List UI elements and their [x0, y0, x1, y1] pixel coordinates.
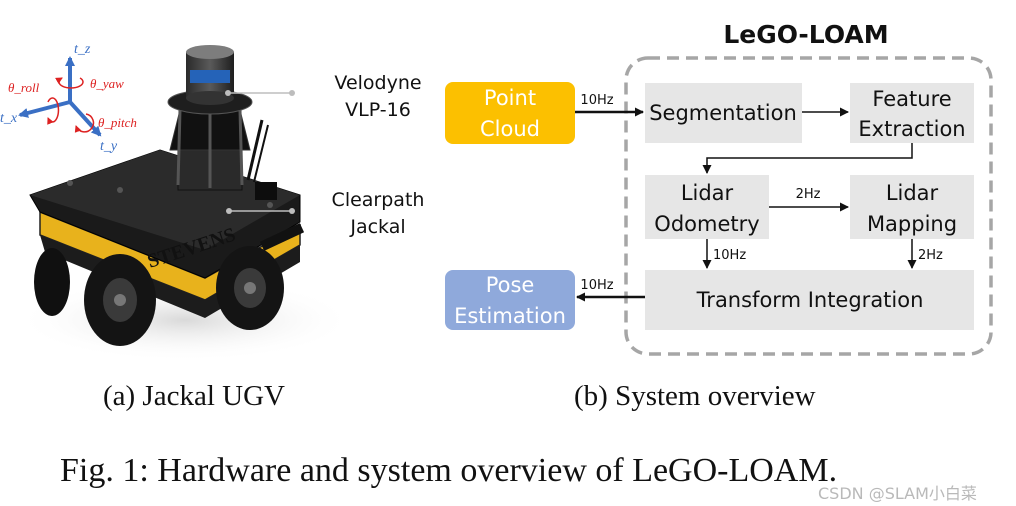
tx-label: t_x	[0, 111, 18, 126]
jackal-robot-illustration: STEVENS	[15, 45, 355, 362]
point-cloud-label-line1: Point	[484, 86, 536, 110]
platform-label-line2: Jackal	[349, 216, 405, 238]
watermark: CSDN @SLAM小白菜	[818, 484, 977, 503]
rate-label-output: 10Hz	[580, 278, 613, 293]
tz-label: t_z	[74, 42, 91, 57]
lidar-odometry-label-line1: Lidar	[681, 181, 734, 205]
ty-label: t_y	[100, 139, 118, 154]
wheel	[84, 254, 156, 346]
lidar-odometry-label-line2: Odometry	[654, 212, 759, 236]
caption-b: (b) System overview	[574, 380, 816, 412]
pitch-label: θ_pitch	[98, 115, 137, 130]
wheel	[34, 248, 70, 316]
lego-loam-dashed-boundary	[624, 56, 993, 356]
pose-estimation-box	[445, 270, 575, 330]
callout-sensor	[225, 90, 295, 96]
feature-extraction-label-line1: Feature	[872, 87, 951, 111]
pitch-rotation-arrow	[74, 113, 95, 133]
segmentation-block	[645, 83, 802, 143]
caption-a: (a) Jackal UGV	[103, 380, 285, 412]
yaw-label: θ_yaw	[90, 76, 124, 91]
coordinate-frame	[18, 56, 102, 137]
figure-caption: Fig. 1: Hardware and system overview of …	[60, 452, 838, 489]
rate-label-input: 10Hz	[580, 93, 613, 108]
velodyne-lidar	[186, 45, 234, 105]
wheel	[216, 246, 284, 330]
callout-platform	[226, 208, 295, 214]
lidar-mapping-label-line1: Lidar	[886, 181, 939, 205]
yaw-rotation-arrow	[55, 77, 84, 89]
lidar-mapping-block	[850, 175, 974, 239]
roll-rotation-arrow	[47, 97, 60, 125]
segmentation-label: Segmentation	[649, 101, 797, 125]
y-axis-arrow	[68, 100, 102, 137]
point-cloud-label-line2: Cloud	[480, 117, 540, 141]
sensor-label-line1: Velodyne	[334, 72, 421, 94]
lidar-mapping-label-line2: Mapping	[867, 212, 957, 236]
transform-integration-block	[645, 270, 974, 330]
feature-to-odometry-arrow	[702, 143, 913, 174]
diagram-title: LeGO-LOAM	[723, 20, 888, 49]
rate-label-map-down: 2Hz	[918, 248, 943, 263]
transform-integration-label: Transform Integration	[696, 288, 924, 312]
roll-label: θ_roll	[8, 80, 40, 95]
sensor-label-line2: VLP-16	[345, 99, 411, 121]
pose-estimation-label-line2: Estimation	[454, 304, 566, 328]
platform-label-line1: Clearpath	[332, 189, 425, 211]
feature-extraction-label-line2: Extraction	[858, 117, 965, 141]
feature-extraction-block	[850, 83, 974, 143]
pose-estimation-label-line1: Pose	[486, 273, 535, 297]
point-cloud-box	[445, 82, 575, 144]
lidar-odometry-block	[645, 175, 769, 239]
x-axis-arrow	[18, 100, 71, 118]
rate-label-odom-down: 10Hz	[713, 248, 746, 263]
rate-label-odom-to-map: 2Hz	[796, 187, 821, 202]
